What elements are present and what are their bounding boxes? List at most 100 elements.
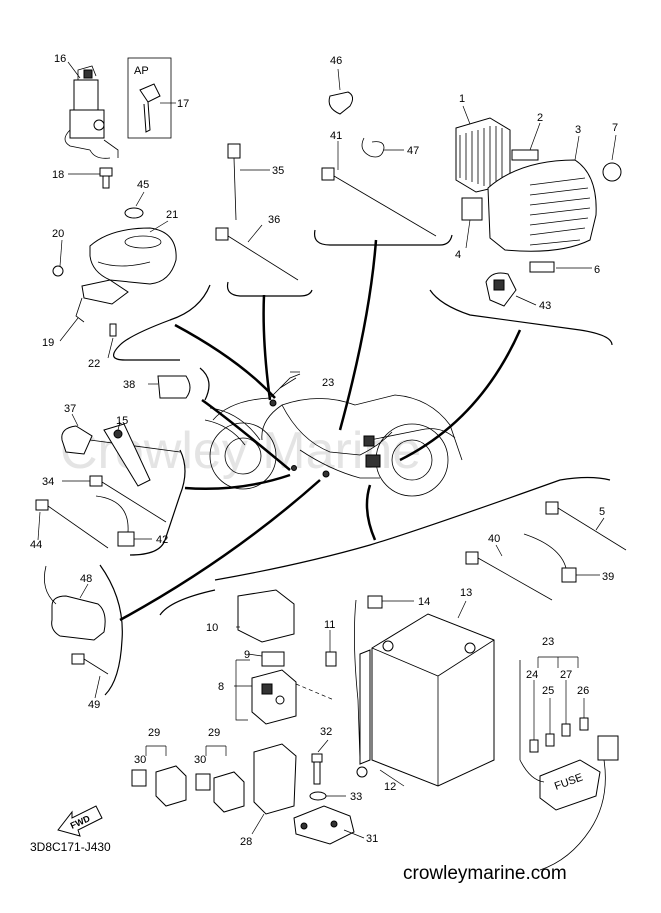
callout-22: 22 [88,358,100,370]
cover-part-3 [487,159,597,252]
callout-48: 48 [80,573,92,585]
callout-17: 17 [177,98,189,110]
callout-9: 9 [244,649,250,661]
callout-labels: 16 17 18 45 21 20 19 22 35 36 46 41 47 1… [30,53,618,848]
forward-arrow-icon: FWD [57,805,103,837]
callout-7: 7 [612,122,618,134]
bolt-part-20 [52,265,64,277]
relay-part-29b [213,771,245,813]
screw-part-22 [109,323,117,337]
holder-part-37 [61,425,181,455]
callout-40: 40 [488,533,500,545]
callout-24: 24 [526,669,538,681]
group-brackets [99,229,613,696]
bolt-part-49 [71,653,109,675]
screw-part-18 [99,167,113,189]
callout-30b: 30 [194,754,206,766]
callout-42: 42 [156,534,168,546]
callout-32: 32 [320,726,332,738]
footer-url[interactable]: crowleymarine.com [403,863,567,884]
callout-6: 6 [594,264,600,276]
callout-12: 12 [384,781,396,793]
callout-28: 28 [240,836,252,848]
callout-29b: 29 [208,727,220,739]
ap-label: AP [134,65,149,77]
cover-part-21 [89,227,177,285]
bracket-part-19 [75,279,129,323]
callout-37: 37 [64,403,76,415]
fuse-part-9 [261,651,285,667]
bolt-part-2 [511,149,539,161]
callout-36: 36 [268,214,280,226]
callout-30a: 30 [134,754,146,766]
cable-tie-part-41 [321,167,437,237]
relay-part-29 [155,765,187,807]
diagram-code: 3D8C171-J430 [30,840,111,854]
callout-4: 4 [455,249,461,261]
callout-43: 43 [539,300,551,312]
flasher-relay-part-28 [253,743,297,815]
callout-20: 20 [52,228,64,240]
callout-39: 39 [602,571,614,583]
cable-tie-part-5 [545,501,627,551]
callout-16: 16 [54,53,66,65]
bracket-part-31 [293,805,355,845]
callout-3: 3 [575,124,581,136]
bolt-part-6 [529,261,555,273]
callout-23a: 23 [322,377,334,389]
fuse-part-24 [529,680,539,753]
callout-1: 1 [459,93,465,105]
callout-38: 38 [123,379,135,391]
lead-wire-part-14 [354,595,383,778]
callout-23b: 23 [542,636,554,648]
battery-part-13 [371,613,495,787]
starter-relay-part-8 [251,669,297,725]
ap-key-box [127,57,172,139]
callout-25: 25 [542,685,554,697]
callout-11: 11 [324,619,335,631]
grommet-part-7 [602,162,622,182]
plate-part-4 [461,197,483,221]
callout-5: 5 [599,506,605,518]
fuse-part-26 [579,698,589,731]
fuse-part-25 [545,698,555,747]
cable-tie-part-36 [215,227,299,281]
relay-group-left [131,745,187,807]
connector-part-39 [523,533,577,583]
callout-14: 14 [418,596,430,608]
screw-part-32 [311,753,323,785]
cable-tie-part-40 [465,551,553,601]
relay-part-30 [131,769,147,787]
callout-27: 27 [560,669,572,681]
callout-35: 35 [272,165,284,177]
fuse-box-part-23: FUSE [519,660,619,871]
callout-8: 8 [218,681,224,693]
callout-19: 19 [42,337,54,349]
grommet-part-45 [124,207,144,219]
screw-part-11 [325,651,337,667]
washer-part-33 [309,791,327,801]
relay-group-right [195,745,245,813]
connector-part-42 [95,495,135,547]
callout-34: 34 [42,476,54,488]
callout-26: 26 [577,685,589,697]
relay-part-48 [43,565,106,641]
callout-21: 21 [166,209,178,221]
battery-band-part-12 [359,649,371,765]
cable-tie-part-35 [227,143,241,221]
callout-10: 10 [206,622,218,634]
callout-47: 47 [407,145,419,157]
cover-part-10 [237,589,295,643]
callout-15: 15 [116,415,128,427]
sensor-part-15 [103,423,151,487]
holder-part-43 [485,272,517,307]
relay-part-30b [195,773,211,791]
main-switch-part-16 [64,65,119,159]
callout-29a: 29 [148,727,160,739]
callout-41: 41 [330,130,342,142]
callout-2: 2 [537,112,543,124]
callout-49: 49 [88,699,100,711]
callout-44: 44 [30,539,42,551]
callout-18: 18 [52,169,64,181]
